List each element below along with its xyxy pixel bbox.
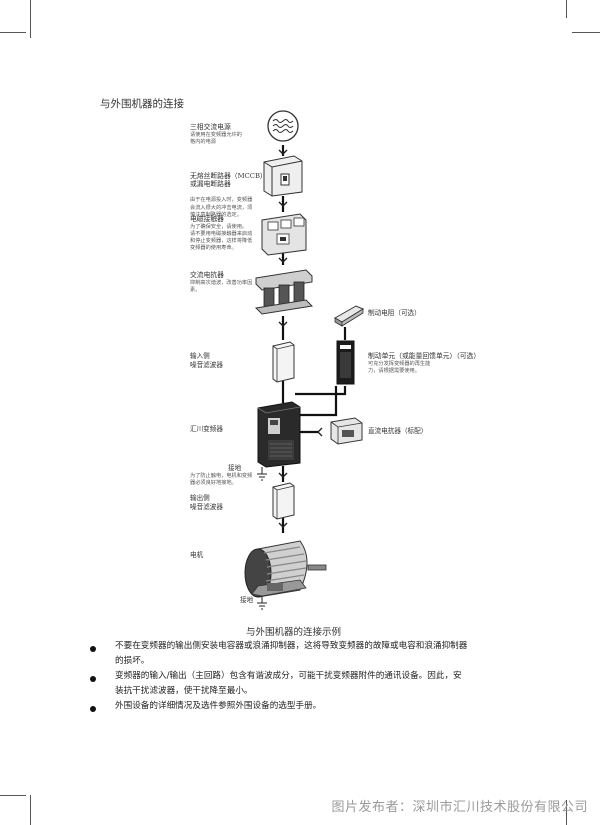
input-filter-icon: [272, 341, 295, 383]
brake-unit-label: 制动单元（或能量回馈单元）（可选） 可充分发挥变频器的再生能 力，请根据需要使用…: [368, 352, 481, 374]
input-filter-label: 输入侧 噪音滤波器: [190, 352, 223, 369]
ac-reactor-label: 交流电抗器 抑制高次谐波，改善功率因 素。: [190, 271, 253, 293]
dc-reactor-icon: [330, 417, 363, 445]
crop-mark: [566, 0, 567, 18]
brake-resistor-label: 制动电阻（可选）: [368, 309, 421, 317]
bullet-item: 不要在变频器的输出侧安装电容器或浪涌抑制器，这将导致变频器的故障或电容和浪涌抑制…: [115, 641, 468, 666]
inverter-label: 汇川变频器: [190, 425, 223, 433]
bullet-dot: [90, 706, 96, 712]
ground-note: 为了防止触电，电机和变频 器必须良好地接地。: [190, 473, 253, 487]
brake-unit-icon: [336, 340, 355, 385]
crop-mark: [0, 795, 26, 796]
bullet-item: 外围设备的详细情况及选件参照外围设备的选型手册。: [115, 701, 322, 711]
power-source-label: 三相交流电源 请使用在变频器允许的 格内的电源: [190, 123, 242, 145]
crop-mark: [572, 32, 600, 33]
ground-label: 接地: [228, 464, 242, 472]
watermark-footer: 图片发布者：深圳市汇川技术股份有限公司: [331, 800, 588, 815]
crop-mark: [30, 0, 31, 38]
crop-mark: [0, 32, 26, 33]
ground-symbol-icon: [257, 596, 267, 610]
motor-icon: [244, 540, 327, 598]
circuit-breaker-icon: [263, 155, 303, 197]
breaker-label: 无熔丝断路器（MCCB） 或漏电断路器 由于在电源投入时，变频器 会流入很大的冲…: [190, 171, 267, 218]
crop-mark: [30, 795, 31, 825]
ac-reactor-note: 抑制高次谐波，改善功率因 素。: [190, 279, 253, 293]
brake-unit-note: 可充分发挥变频器的再生能 力，请根据需要使用。: [368, 360, 431, 374]
contactor-label: 电磁接触器 为了确保安全，请使用。 请不要用电磁接触器来启动 和停止变频器，这样…: [190, 215, 253, 252]
crop-mark: [566, 800, 567, 825]
ground-symbol-icon: [257, 467, 267, 481]
ac-power-icon: [267, 110, 299, 142]
bullet-item: 变频器的输入/输出（主回路）包含有谐波成分，可能干扰变频器附件的通讯设备。因此，…: [115, 671, 462, 696]
motor-label: 电机: [190, 551, 204, 559]
bullet-dot: [90, 646, 96, 652]
power-source-note: 请使用在变频器允许的 格内的电源: [190, 131, 242, 145]
output-filter-icon: [272, 482, 295, 520]
brake-resistor-icon: [333, 305, 365, 327]
ac-reactor-icon: [254, 269, 314, 315]
breaker-note: 由于在电源投入时，变频器 会流入很大的冲击电流，须 慎注意制路器的选定。: [190, 197, 253, 218]
output-filter-label: 输出侧 噪音滤波器: [190, 494, 223, 511]
section-title: 与外围机器的连接: [100, 98, 184, 110]
dc-reactor-label: 直流电抗器（标配）: [368, 427, 428, 435]
contactor-note: 为了确保安全，请使用。 请不要用电磁接触器来启动 和停止变频器，这样将降低 变频…: [190, 223, 253, 252]
figure-caption: 与外围机器的连接示例: [246, 627, 342, 638]
bullet-dot: [90, 676, 96, 682]
contactor-icon: [261, 213, 307, 256]
inverter-icon: [257, 401, 301, 468]
ground-bottom-label: 接地: [240, 596, 254, 604]
